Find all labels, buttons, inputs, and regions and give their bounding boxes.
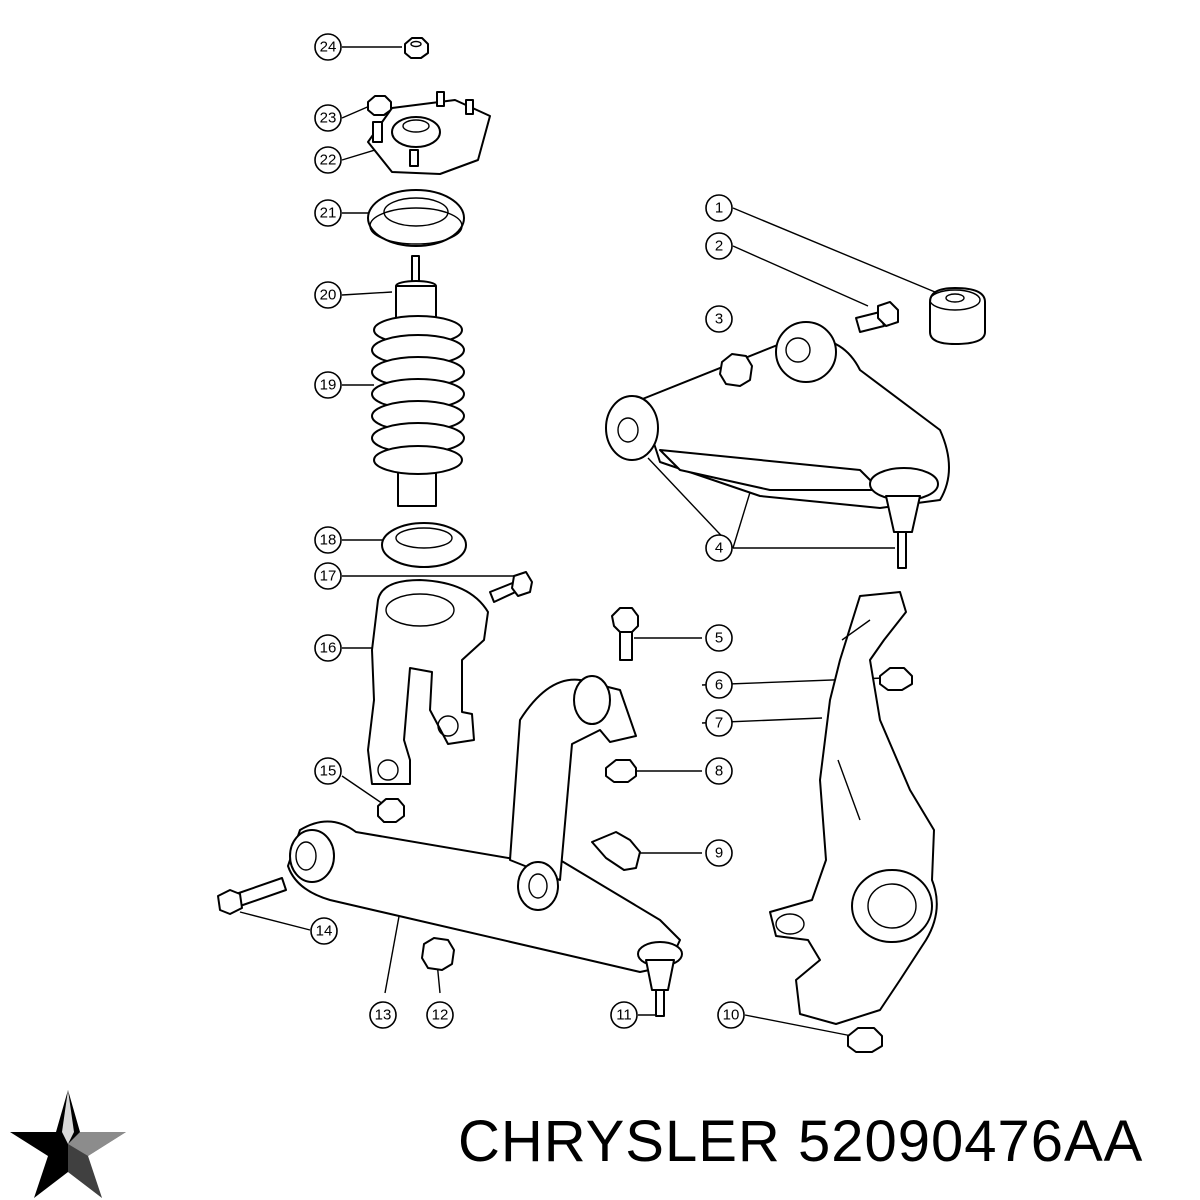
nut-10: [847, 1027, 883, 1053]
svg-text:8: 8: [715, 763, 723, 780]
nut-23: [367, 95, 392, 116]
svg-text:3: 3: [715, 311, 723, 328]
lower-control-arm-13: [287, 675, 681, 973]
svg-text:21: 21: [320, 205, 337, 222]
nut-24: [404, 37, 429, 59]
callout-1: 1: [705, 194, 733, 222]
svg-text:9: 9: [715, 845, 723, 862]
svg-text:24: 24: [320, 39, 337, 56]
bolt-14: [217, 877, 287, 915]
callout-3: 3: [705, 305, 733, 333]
callout-9: 9: [705, 839, 733, 867]
nut-3: [719, 353, 753, 387]
svg-text:13: 13: [375, 1007, 392, 1024]
callout-20: 20: [314, 281, 342, 309]
callout-8: 8: [705, 757, 733, 785]
svg-text:6: 6: [715, 677, 723, 694]
chrysler-pentastar-icon: [10, 1090, 126, 1198]
svg-text:22: 22: [320, 152, 337, 169]
ball-joint-11: [637, 941, 683, 1017]
callout-23: 23: [314, 104, 342, 132]
callout-7: 7: [705, 709, 733, 737]
svg-text:18: 18: [320, 532, 337, 549]
steering-knuckle: [769, 591, 938, 1025]
svg-text:23: 23: [320, 110, 337, 127]
nut-8: [605, 759, 637, 783]
callout-14: 14: [310, 917, 338, 945]
bolt-5: [611, 607, 639, 661]
svg-text:11: 11: [616, 1007, 632, 1024]
callout-5: 5: [705, 624, 733, 652]
nut-6: [879, 667, 913, 691]
nut-12: [421, 937, 455, 971]
callout-15: 15: [314, 757, 342, 785]
svg-text:19: 19: [320, 377, 337, 394]
bearing-21: [367, 189, 465, 247]
svg-text:17: 17: [320, 568, 337, 585]
bushing-1: [929, 287, 986, 345]
svg-text:12: 12: [432, 1007, 449, 1024]
svg-text:10: 10: [723, 1007, 740, 1024]
svg-text:15: 15: [320, 763, 337, 780]
brand-caption: CHRYSLER 52090476AA: [458, 1108, 1188, 1188]
callout-16: 16: [314, 634, 342, 662]
brand-name: CHRYSLER: [458, 1109, 781, 1174]
svg-text:2: 2: [715, 238, 723, 255]
part-number: 52090476AA: [797, 1109, 1144, 1174]
callout-2: 2: [705, 232, 733, 260]
callout-11: 11: [610, 1001, 638, 1029]
callout-24: 24: [314, 33, 342, 61]
callout-10: 10: [717, 1001, 745, 1029]
svg-text:5: 5: [715, 630, 723, 647]
bolt-17: [489, 571, 533, 603]
callout-18: 18: [314, 526, 342, 554]
callout-6: 6: [705, 671, 733, 699]
nut-15: [377, 798, 405, 823]
svg-text:20: 20: [320, 287, 337, 304]
svg-text:16: 16: [320, 640, 337, 657]
callout-13: 13: [369, 1001, 397, 1029]
svg-text:7: 7: [715, 715, 723, 732]
svg-text:1: 1: [715, 200, 723, 217]
callout-12: 12: [426, 1001, 454, 1029]
upper-control-arm: [605, 321, 950, 569]
svg-text:4: 4: [715, 540, 723, 557]
callout-17: 17: [314, 562, 342, 590]
spring-seat-18: [381, 522, 467, 568]
callout-4: 4: [705, 534, 733, 562]
strut-mount-22: [367, 91, 491, 175]
callout-21: 21: [314, 199, 342, 227]
svg-text:14: 14: [316, 923, 333, 940]
callout-22: 22: [314, 146, 342, 174]
coil-spring-19: [371, 315, 465, 475]
callout-19: 19: [314, 371, 342, 399]
bolt-2: [855, 301, 899, 333]
strut-clevis-16: [367, 579, 489, 785]
sensor-9: [591, 831, 641, 871]
